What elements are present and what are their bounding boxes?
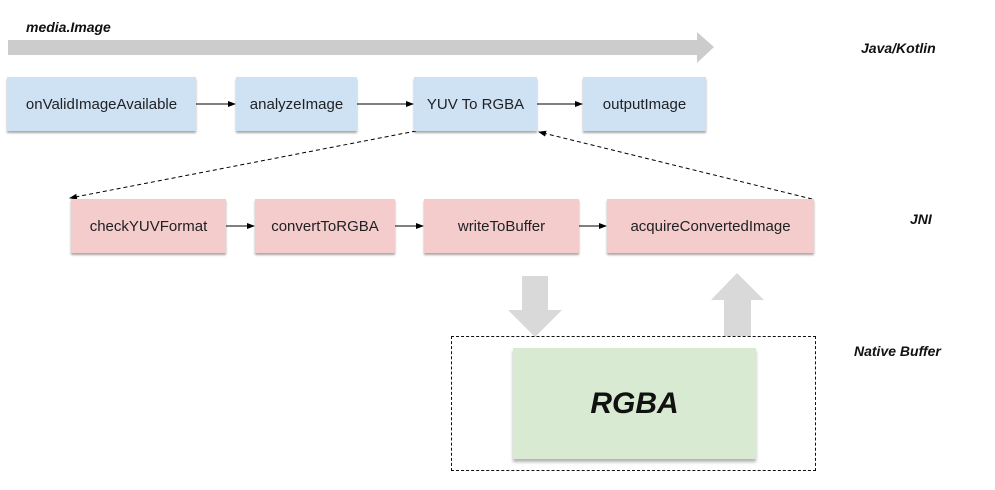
- media-image-label: media.Image: [26, 19, 111, 35]
- node-write-to-buffer[interactable]: writeToBuffer: [424, 199, 579, 253]
- up-arrow-buffer-to-acquire: [711, 273, 764, 336]
- dashed-arrow-yuv-to-check: [69, 130, 417, 200]
- lane-label-native-buffer: Native Buffer: [854, 343, 941, 359]
- node-convert-to-rgba[interactable]: convertToRGBA: [255, 199, 395, 253]
- node-on-valid-image-available[interactable]: onValidImageAvailable: [7, 77, 196, 131]
- node-acquire-converted-image[interactable]: acquireConvertedImage: [607, 199, 814, 253]
- node-check-yuv-format[interactable]: checkYUVFormat: [71, 199, 226, 253]
- dashed-arrow-acquire-to-yuv: [538, 130, 813, 200]
- node-output-image[interactable]: outputImage: [583, 77, 706, 131]
- media-flow-arrow: [8, 32, 714, 63]
- lane-label-jni: JNI: [910, 211, 932, 227]
- down-arrow-write-to-buffer: [508, 276, 562, 337]
- node-analyze-image[interactable]: analyzeImage: [236, 77, 357, 131]
- node-rgba-buffer[interactable]: RGBA: [513, 348, 756, 459]
- lane-label-java-kotlin: Java/Kotlin: [861, 40, 936, 56]
- native-buffer-container: [451, 336, 816, 471]
- node-yuv-to-rgba[interactable]: YUV To RGBA: [414, 77, 537, 131]
